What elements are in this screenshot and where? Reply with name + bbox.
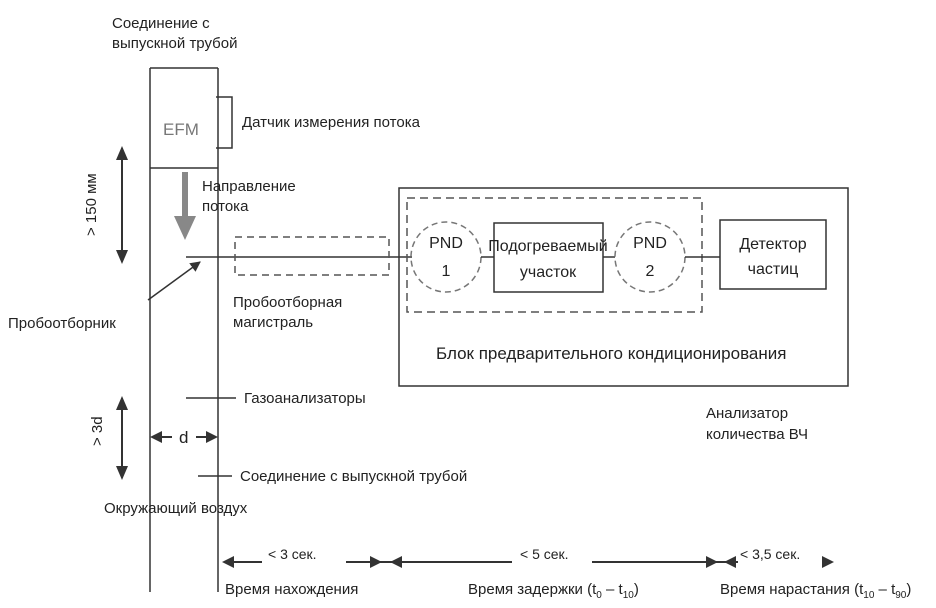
pnd1-label: PND [429, 235, 463, 252]
rise-time-limit: < 3,5 сек. [740, 546, 800, 562]
flow-direction-arrow [174, 172, 196, 240]
ambient-air-label: Окружающий воздух [104, 500, 248, 517]
length-150-label: > 150 мм [83, 173, 100, 236]
residence-time-label: Время нахождения [225, 581, 358, 598]
sampling-line-label-2: магистраль [233, 314, 313, 331]
exhaust-pipe [149, 67, 219, 592]
pn-analyzer-box [398, 187, 849, 387]
probe-label: Пробоотборник [8, 315, 116, 332]
pnd2-number: 2 [646, 263, 655, 280]
length-3d-label: > 3d [89, 416, 106, 446]
sampling-line-label-1: Пробоотборная [233, 294, 342, 311]
length-150-dimension [116, 146, 128, 264]
length-3d-dimension [116, 396, 128, 480]
top-connection-label-1: Соединение с [112, 15, 210, 32]
pnd2-label: PND [633, 235, 667, 252]
heated-section-label-1: Подогреваемый [488, 238, 607, 255]
flow-direction-label-1: Направление [202, 178, 296, 195]
preconditioning-label: Блок предварительного кондиционирования [436, 344, 786, 363]
detector-label-2: частиц [748, 261, 799, 278]
heated-section-box [493, 222, 604, 293]
efm-label: EFM [163, 120, 199, 139]
rise-time-label: Время нарастания (t10 – t90) [720, 581, 911, 601]
d-dimension [150, 431, 218, 443]
sampling-line-box [234, 236, 390, 276]
pnd2: PND 2 [614, 221, 686, 293]
flow-direction-label-2: потока [202, 198, 249, 215]
delay-time-limit: < 5 сек. [520, 546, 569, 562]
flow-sensor-label: Датчик измерения потока [242, 114, 421, 131]
residence-time-limit: < 3 сек. [268, 546, 317, 562]
timeline [222, 545, 834, 568]
detector-label-1: Детектор [739, 236, 806, 253]
probe-pointer-arrow [147, 261, 201, 301]
efm-flow-meter: EFM [163, 96, 233, 149]
preconditioning-box [406, 197, 703, 313]
delay-time-label: Время задержки (t0 – t10) [468, 581, 639, 601]
d-label: d [179, 428, 188, 447]
heated-section-label-2: участок [520, 264, 577, 281]
analyzer-label-2: количества ВЧ [706, 426, 808, 443]
pnd1-number: 1 [442, 263, 451, 280]
bottom-connection-label: Соединение с выпускной трубой [240, 468, 467, 485]
analyzer-label-1: Анализатор [706, 405, 788, 422]
gas-analyzers-label: Газоанализаторы [244, 390, 366, 407]
particle-detector-box [719, 219, 827, 290]
pnd1: PND 1 [410, 221, 482, 293]
top-connection-label-2: выпускной трубой [112, 35, 237, 52]
